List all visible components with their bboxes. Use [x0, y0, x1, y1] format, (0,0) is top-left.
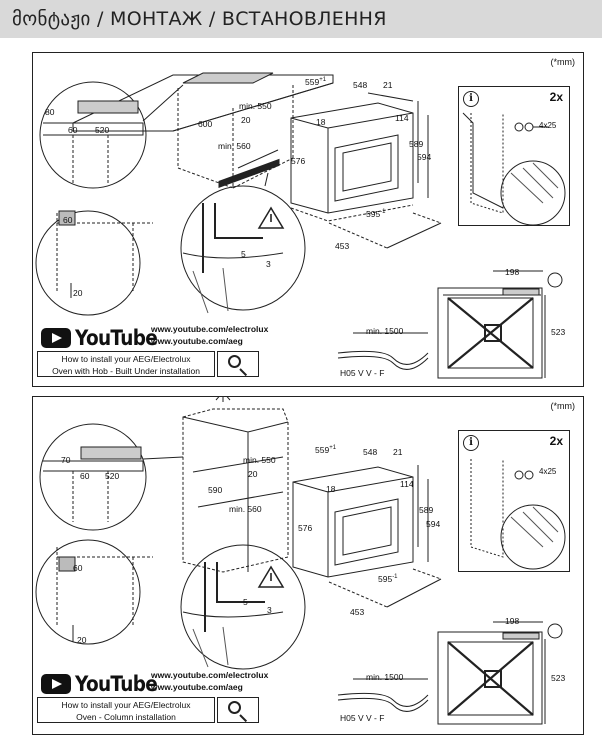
- dim-60: 60: [80, 471, 90, 481]
- search-button[interactable]: [217, 697, 259, 723]
- dim-20: 20: [248, 469, 258, 479]
- dim-20b: 20: [73, 288, 83, 298]
- search-icon: [228, 355, 241, 368]
- info-icon: i: [463, 435, 479, 451]
- dim-min-550: min. 550: [239, 101, 272, 111]
- dim-548: 548: [363, 447, 378, 457]
- dim-5: 5: [241, 249, 246, 259]
- dim-523: 523: [551, 673, 566, 683]
- screw-quantity: 2x: [549, 90, 563, 104]
- page-title: მონტაჟი / МОНТАЖ / ВСТАНОВЛЕННЯ: [12, 8, 387, 30]
- page-header: მონტაჟი / МОНТАЖ / ВСТАНОВЛЕННЯ: [0, 0, 602, 38]
- cable-type: H05 V V - F: [340, 713, 385, 723]
- link-electrolux[interactable]: www.youtube.com/electrolux: [151, 670, 269, 680]
- dim-589: 589: [419, 505, 434, 515]
- unit-note: (*mm): [550, 57, 576, 67]
- built-under-diagram: [35, 72, 566, 379]
- link-electrolux[interactable]: www.youtube.com/electrolux: [151, 324, 269, 334]
- dim-600: 600: [198, 119, 213, 129]
- unit-note: (*mm): [550, 401, 576, 411]
- dim-576: 576: [298, 523, 313, 533]
- screw-quantity: 2x: [549, 434, 563, 448]
- dim-520: 520: [95, 125, 110, 135]
- dim-589: 589: [409, 139, 424, 149]
- dim-3: 3: [266, 259, 271, 269]
- dim-523: 523: [551, 327, 566, 337]
- install-video-caption: How to install your AEG/Electrolux Oven …: [37, 697, 215, 723]
- youtube-links: www.youtube.com/electrolux www.youtube.c…: [151, 323, 268, 347]
- install-video-caption: How to install your AEG/Electrolux Oven …: [37, 351, 215, 377]
- dim-21: 21: [393, 447, 403, 457]
- dim-576: 576: [291, 156, 306, 166]
- dim-520: 520: [105, 471, 120, 481]
- column-diagram: [35, 397, 566, 725]
- screw-size: 4x25: [539, 467, 557, 476]
- dim-min-550: min. 550: [243, 455, 276, 465]
- cable-min-length: min. 1500: [366, 672, 404, 682]
- dim-594: 594: [417, 152, 432, 162]
- cable-type: H05 V V - F: [340, 368, 385, 378]
- dim-5: 5: [243, 597, 248, 607]
- installation-panel-column: (*mm) 70 60 520 590 min. 550 20 min. 560…: [32, 396, 584, 735]
- search-icon: [228, 701, 241, 714]
- dim-559: 559+1: [315, 445, 337, 455]
- installation-panel-built-under: (*mm) 80 60 520 600 min. 550 20 min. 560…: [32, 52, 584, 387]
- dim-559: 559+1: [305, 77, 327, 87]
- dim-18: 18: [316, 117, 326, 127]
- dim-453: 453: [350, 607, 365, 617]
- dim-min-560: min. 560: [218, 141, 251, 151]
- info-icon: i: [463, 91, 479, 107]
- dim-3: 3: [267, 605, 272, 615]
- dim-594: 594: [426, 519, 441, 529]
- dim-60: 60: [68, 125, 78, 135]
- dim-198: 198: [505, 267, 520, 277]
- youtube-logo: YouTube: [41, 326, 168, 350]
- screw-info-box: i 2x 4x25: [458, 430, 570, 572]
- dim-114: 114: [395, 113, 409, 123]
- search-button[interactable]: [217, 351, 259, 377]
- screw-info-box: i 2x 4x25: [458, 86, 570, 226]
- dim-453: 453: [335, 241, 350, 251]
- dim-21: 21: [383, 80, 393, 90]
- youtube-links: www.youtube.com/electrolux www.youtube.c…: [151, 669, 268, 693]
- link-aeg[interactable]: www.youtube.com/aeg: [151, 336, 243, 346]
- dim-548: 548: [353, 80, 368, 90]
- youtube-logo: YouTube: [41, 672, 168, 696]
- dim-70: 70: [61, 455, 71, 465]
- dim-20b: 20: [77, 635, 87, 645]
- screw-size: 4x25: [539, 121, 557, 130]
- youtube-play-icon: [41, 674, 71, 694]
- dim-595: 595-1: [366, 209, 386, 219]
- link-aeg[interactable]: www.youtube.com/aeg: [151, 682, 243, 692]
- cable-min-length: min. 1500: [366, 326, 404, 336]
- dim-80: 80: [45, 107, 55, 117]
- dim-min-560: min. 560: [229, 504, 262, 514]
- dim-198: 198: [505, 616, 520, 626]
- dim-114: 114: [400, 479, 414, 489]
- dim-595: 595-1: [378, 574, 398, 584]
- dim-20: 20: [241, 115, 251, 125]
- dim-60b: 60: [63, 215, 73, 225]
- dim-590: 590: [208, 485, 223, 495]
- dim-18: 18: [326, 484, 336, 494]
- dim-60b: 60: [73, 563, 83, 573]
- youtube-play-icon: [41, 328, 71, 348]
